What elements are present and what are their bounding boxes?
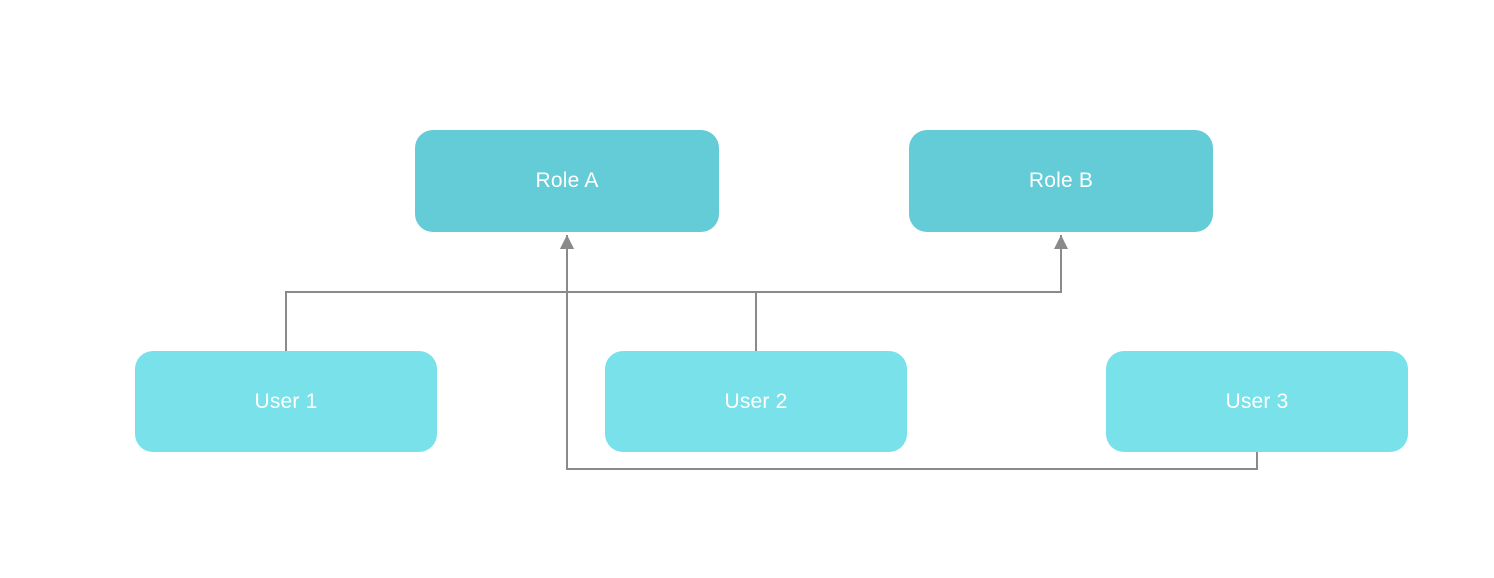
node-role-b-label: Role B xyxy=(1028,169,1094,192)
node-user-2[interactable]: User 2 xyxy=(605,351,907,452)
node-user-3-label: User 3 xyxy=(1225,389,1289,413)
node-role-a[interactable]: Role A xyxy=(415,130,719,232)
node-role-a-label: Role A xyxy=(535,169,599,192)
node-user-3[interactable]: User 3 xyxy=(1106,351,1408,452)
connector-user-1-to-role-b xyxy=(285,235,1068,351)
node-user-2-label: User 2 xyxy=(724,389,788,413)
node-role-b[interactable]: Role B xyxy=(909,130,1213,232)
node-user-1-label: User 1 xyxy=(254,389,318,413)
connector-user-2-to-role-a xyxy=(560,235,757,351)
node-user-1[interactable]: User 1 xyxy=(135,351,437,452)
